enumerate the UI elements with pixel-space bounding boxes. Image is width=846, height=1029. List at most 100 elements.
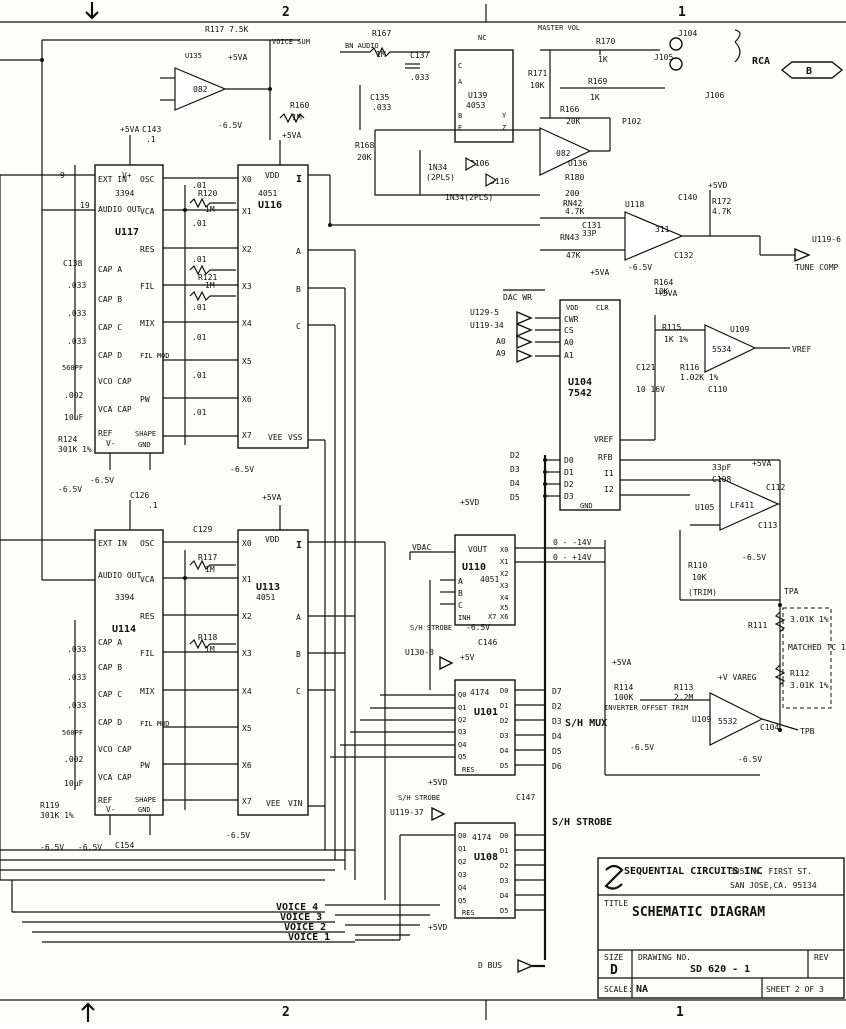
r166-label: R166 [560,105,579,114]
a9-label: A9 [496,349,506,358]
u117-c-1: .01 [192,219,207,228]
c143-value: .1 [146,135,156,144]
u110-part: 4051 [480,575,499,584]
u104-i1: I1 [604,469,614,478]
u117-filter-network [184,185,236,445]
r166-value: 20K [566,117,581,126]
u139-pin-a: A [458,78,463,86]
u101-res: RES [462,766,475,774]
u117-c-4: .01 [192,333,207,342]
matched-label: MATCHED TC 1% [788,643,846,652]
u119-6-connector [794,247,811,263]
u117-cap-val-4: .002 [64,391,83,400]
c129-label: C129 [193,525,212,534]
company-name: SEQUENTIAL CIRCUITS INC [624,866,762,877]
u108-d4: D4 [500,892,508,900]
c143-label: C143 [142,125,161,134]
d-bus-connector [517,958,545,974]
plus5va-top: +5VA [228,53,247,62]
r116-value: 1.02K 1% [680,373,719,382]
c135-value: .033 [372,103,391,112]
u110-b: B [458,589,463,598]
inverter-minus65v: -6.5V [630,743,654,752]
s-h-strobe-2-label: S/H STROBE [398,794,440,802]
c108-label: C108 [712,475,731,484]
u113-x1: X1 [242,575,252,584]
u110-plus5vd: +5VD [460,498,479,507]
u139-pin-b: B [458,112,462,120]
dl-d5: D5 [510,493,520,502]
r114-value: 100K [614,693,633,702]
drawing-number: SD 620 - 1 [690,964,750,975]
u110-x6: X6 [500,613,508,621]
bus-d5: D5 [552,747,562,756]
trim-label: (TRIM) [688,588,717,597]
u101-q3: Q3 [458,728,466,736]
u113-chip [237,505,386,900]
r171-value: 10K [530,81,545,90]
u110-x4: X4 [500,594,508,602]
u110-inh: INH [458,614,471,622]
u108-q3: Q3 [458,871,466,879]
r121-value: 1M [205,281,215,290]
u108-q4: Q4 [458,884,466,892]
u114-cap-val-2: .033 [67,701,86,710]
u114-vca: VCA [140,575,155,584]
u113-x7: X7 [242,797,252,806]
u114-filter-network [184,550,236,810]
r118-label: R118 [198,633,217,642]
r160-label: R160 [290,101,309,110]
u117-cap-val-0: .033 [67,281,86,290]
c146-label: C146 [478,638,497,647]
u113-minus65v: -6.5V [226,831,250,840]
u113-vin: VIN [288,799,303,808]
u130-8-connector [439,655,454,671]
rn43-value: 47K [566,251,581,260]
c121-label: C121 [636,363,655,372]
u108-plus5vd: +5VD [428,778,447,787]
r180-label: R180 [565,173,584,182]
u117-c-6: .01 [192,408,207,417]
c138-label: C138 [63,259,82,268]
u104-i2: I2 [604,485,614,494]
r169-label: R169 [588,77,607,86]
u109b-opamp [604,540,799,776]
u116-x0: X0 [242,175,252,184]
vvareg-label: +V VAREG [718,673,757,682]
u105-minus65v: -6.5V [742,553,766,562]
u101-chip [330,679,545,776]
u114-res: RES [140,612,155,621]
u101-ref: U101 [474,707,498,718]
u117-cap-val-3: 560PF [62,364,83,372]
u109-opamp [654,315,790,440]
u101-d3: D3 [500,732,508,740]
dac-wr-label: DAC WR [503,293,532,302]
u114-ref: U114 [112,624,136,635]
c110-label: C110 [708,385,727,394]
u114-cap-val-5: 10uF [64,779,83,788]
u117-fil-mod: FIL MOD [140,352,170,360]
u117-osc: OSC [140,175,155,184]
c126-label: C126 [130,491,149,500]
u116-c: C [296,322,301,331]
sh-strobe-right-label: S/H STROBE [552,817,612,828]
rn42-label: RN42 [563,199,582,208]
u101-q1: Q1 [458,704,466,712]
u117-ext-in: EXT IN [98,175,127,184]
voice-lines [11,880,355,943]
c154-label: C154 [115,841,134,850]
r167-label: R167 [372,29,391,38]
u117-ref: U117 [115,227,139,238]
u113-x4: X4 [242,687,252,696]
u104-clr: CLR [596,304,609,312]
u101-d5: D5 [500,762,508,770]
u116-minus65v: -6.5V [230,465,254,474]
u114-shape: SHAPE [135,796,156,804]
zone-label-bottom-1: 1 [676,1005,684,1020]
u117-cap-b: CAP B [98,295,122,304]
u114-cap-d: CAP D [98,718,122,727]
u116-ref: U116 [258,200,282,211]
c137-label: C137 [410,51,429,60]
